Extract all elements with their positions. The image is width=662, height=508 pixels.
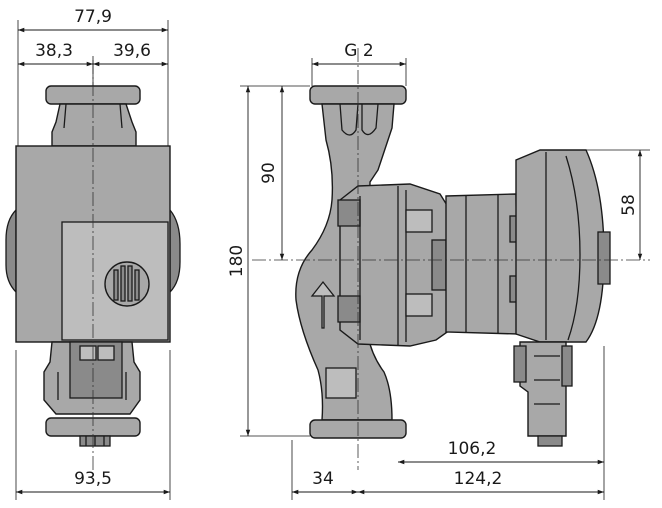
dim-180: 180 bbox=[227, 245, 247, 277]
side-electrical-connector bbox=[519, 341, 567, 437]
front-view-dimensions: 77,9 38,3 39,6 93,5 bbox=[15, 7, 171, 500]
dim-106-2: 106,2 bbox=[448, 439, 497, 459]
dim-g2-thread: G 2 bbox=[344, 41, 373, 61]
front-right-bulge bbox=[169, 208, 181, 294]
dim-58: 58 bbox=[619, 194, 639, 216]
dim-90: 90 bbox=[259, 162, 279, 184]
flow-direction-arrow bbox=[310, 280, 336, 329]
side-motor-body bbox=[445, 193, 519, 335]
side-view-dimensions: G 2 180 90 58 106,2 34 124,2 bbox=[227, 41, 650, 500]
dim-124-2: 124,2 bbox=[454, 469, 503, 489]
front-control-knob bbox=[104, 261, 150, 307]
dim-39-6: 39,6 bbox=[113, 41, 151, 61]
side-view bbox=[252, 48, 650, 470]
side-motor-end-cap bbox=[515, 149, 605, 343]
dim-34: 34 bbox=[312, 469, 334, 489]
dim-77-9: 77,9 bbox=[74, 7, 112, 27]
front-left-bulge bbox=[5, 208, 17, 294]
dim-93-5: 93,5 bbox=[74, 469, 112, 489]
side-lower-window bbox=[325, 367, 357, 399]
dim-38-3: 38,3 bbox=[35, 41, 73, 61]
front-view bbox=[5, 60, 181, 470]
